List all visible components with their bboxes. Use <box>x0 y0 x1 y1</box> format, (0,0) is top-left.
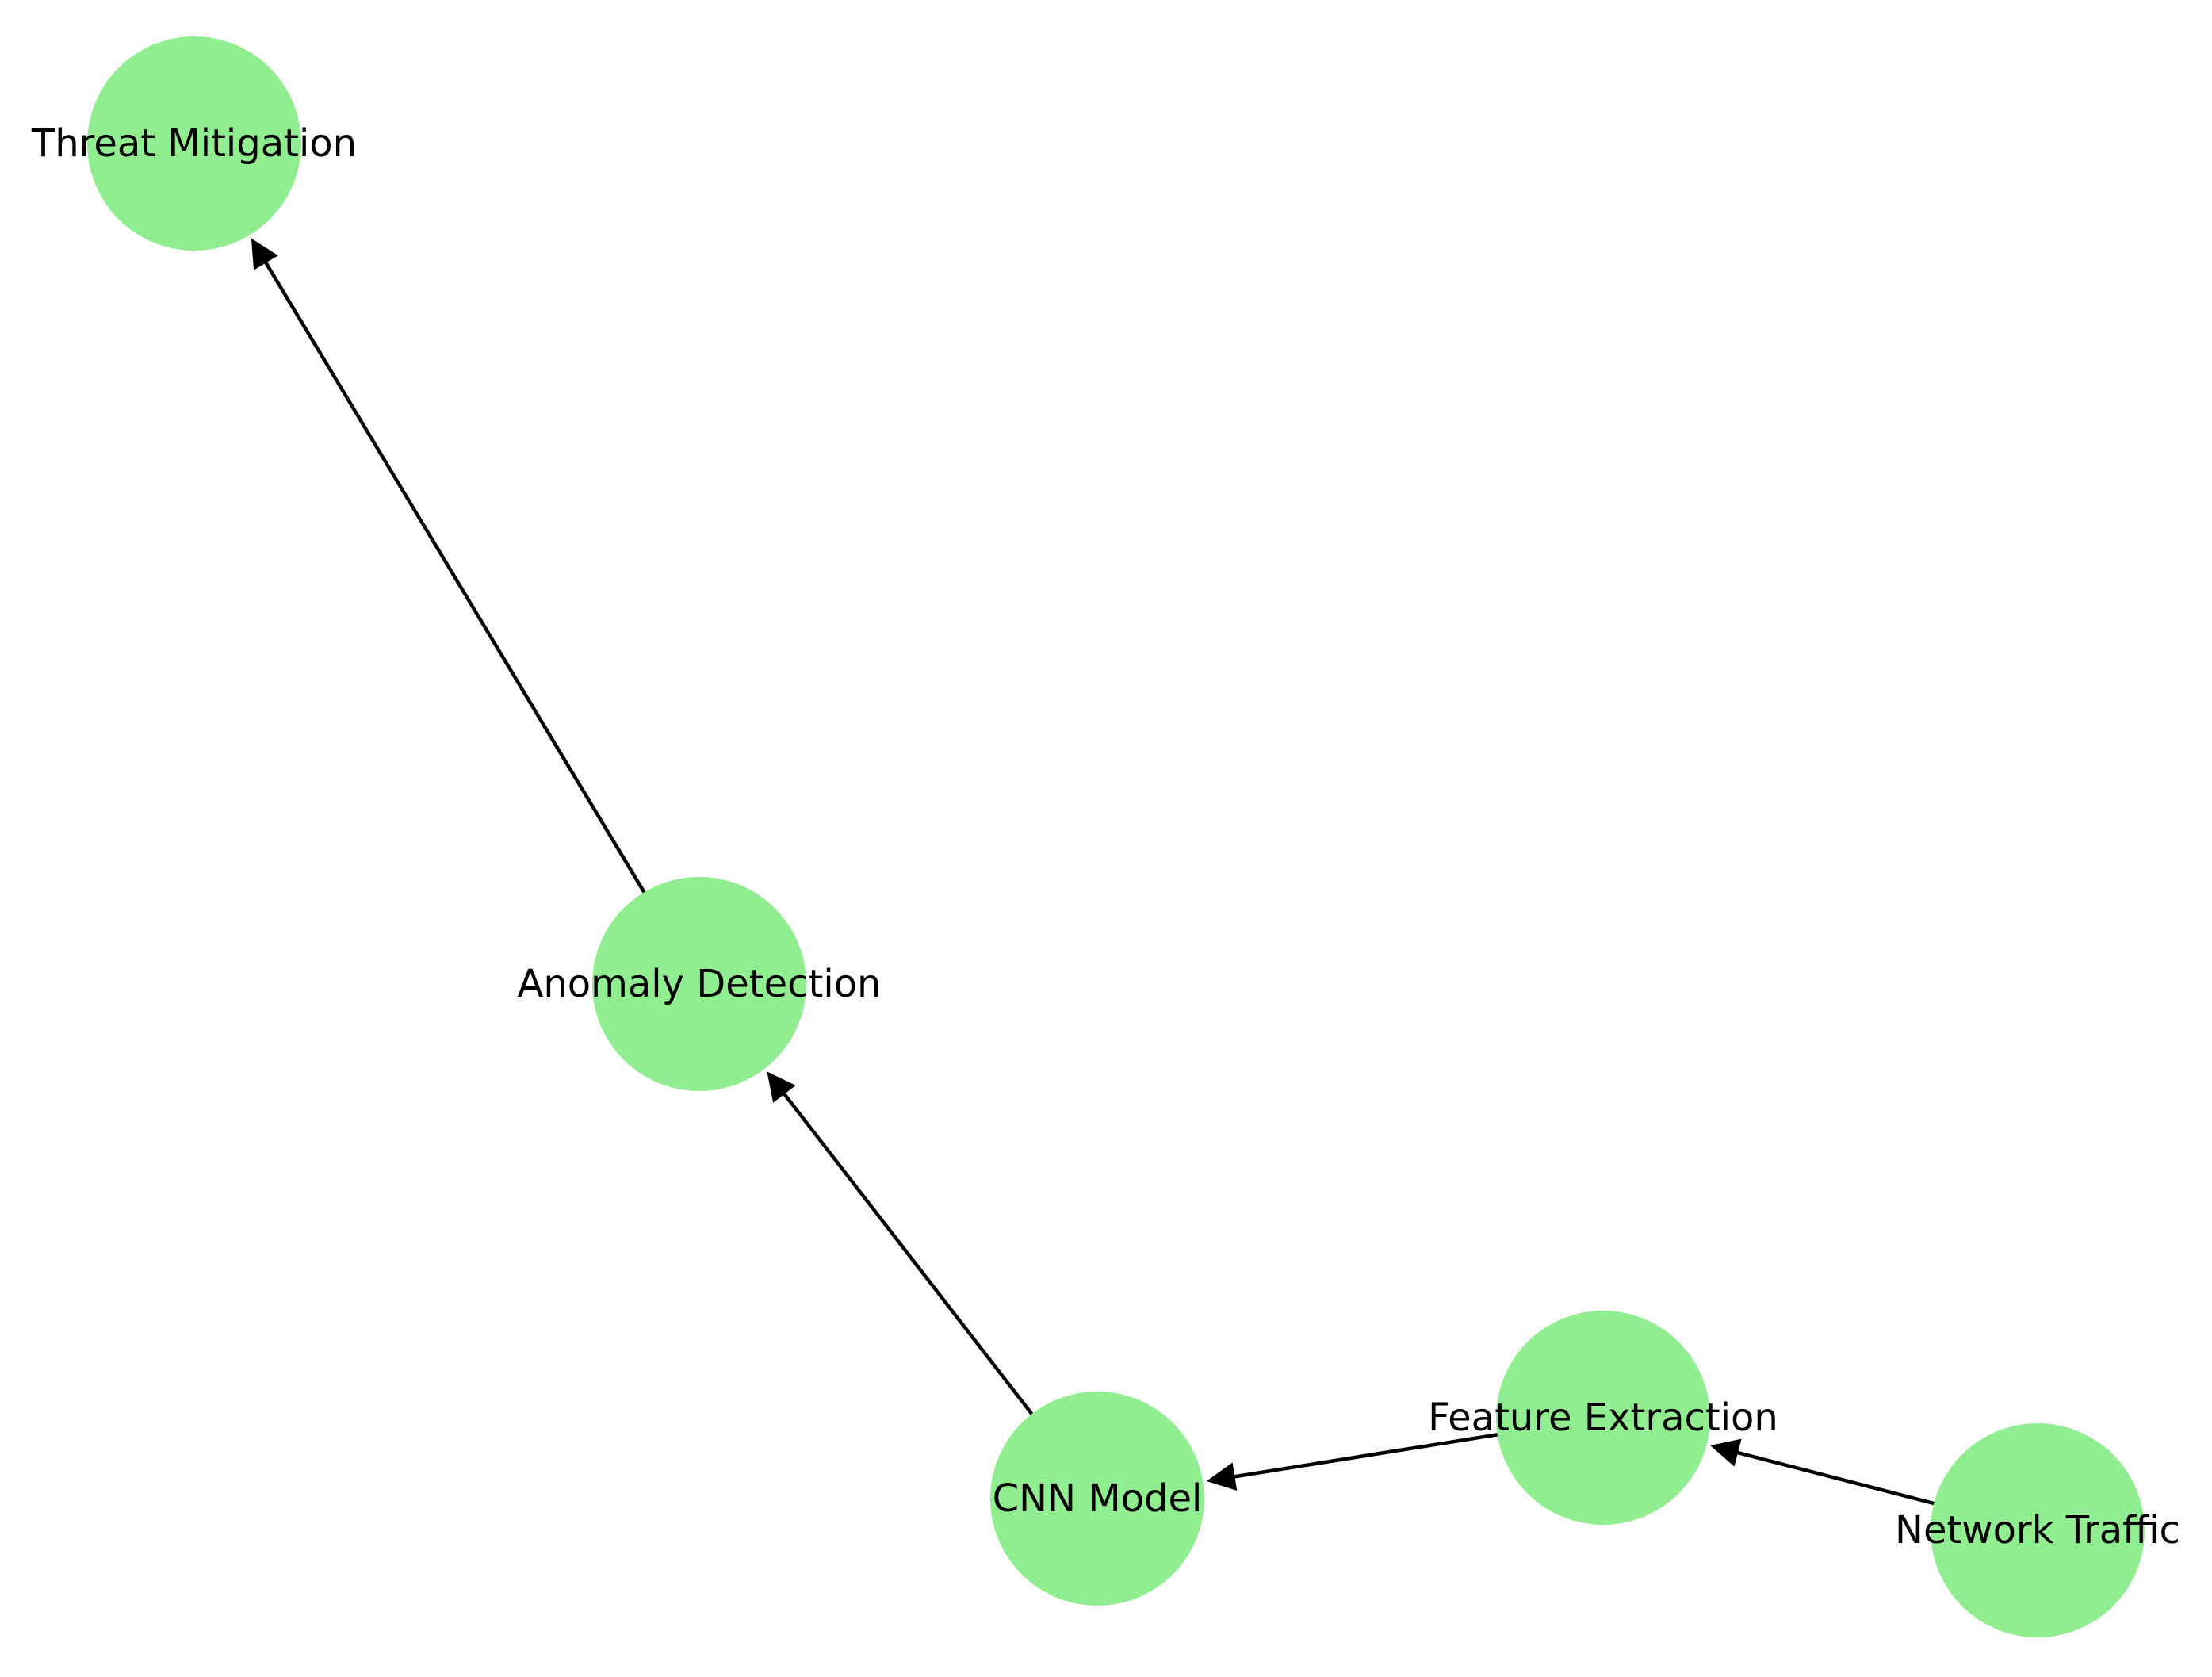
node-feature-extraction <box>1496 1311 1710 1525</box>
node-label-cnn-model: CNN Model <box>993 1476 1203 1521</box>
edge-feature-extraction-to-cnn-model <box>1206 1433 1498 1491</box>
node-label-anomaly-detection: Anomaly Detection <box>518 962 882 1006</box>
node-network-traffic <box>1931 1423 2145 1637</box>
edge-network-traffic-to-feature-extraction <box>1710 1438 1935 1506</box>
edge-cnn-model-to-anomaly-detection <box>767 1071 1034 1415</box>
node-label-feature-extraction: Feature Extraction <box>1428 1396 1778 1440</box>
node-cnn-model <box>990 1392 1204 1606</box>
node-threat-mitigation <box>87 36 301 251</box>
node-anomaly-detection <box>592 877 806 1091</box>
node-label-threat-mitigation: Threat Mitigation <box>31 121 357 166</box>
edge-anomaly-detection-to-threat-mitigation <box>251 238 646 894</box>
node-label-network-traffic: Network Traffic <box>1895 1508 2180 1553</box>
